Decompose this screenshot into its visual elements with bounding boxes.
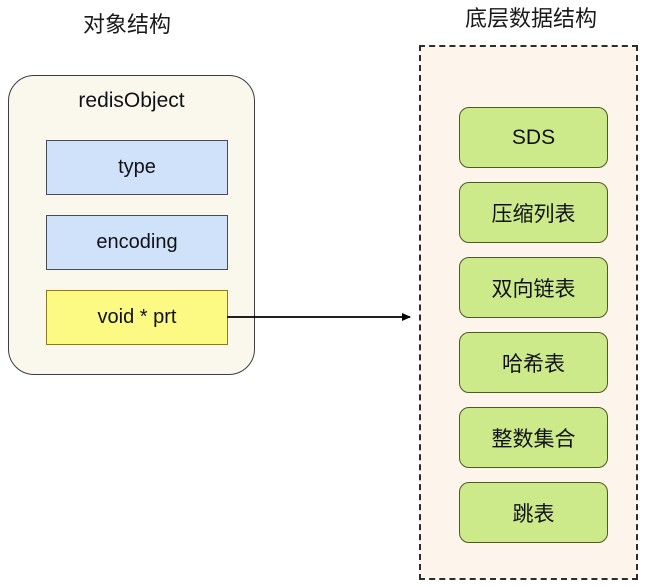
right-section-title: 底层数据结构 — [464, 6, 597, 31]
struct-item-linkedlist: 双向链表 — [459, 257, 608, 318]
struct-item-sds: SDS — [459, 107, 608, 168]
struct-item-skiplist: 跳表 — [459, 482, 608, 543]
underlying-structures-panel: SDS 压缩列表 双向链表 哈希表 整数集合 跳表 — [419, 45, 638, 580]
struct-item-ziplist: 压缩列表 — [459, 182, 608, 243]
field-encoding: encoding — [46, 215, 228, 270]
field-void-pointer: void * prt — [46, 290, 228, 345]
redis-object-card: redisObject type encoding void * prt — [8, 75, 255, 375]
left-section-title: 对象结构 — [82, 12, 171, 37]
struct-item-intset: 整数集合 — [459, 407, 608, 468]
pointer-arrow-icon — [227, 313, 411, 321]
field-type: type — [46, 140, 228, 195]
redis-object-card-title: redisObject — [78, 89, 185, 112]
struct-item-hashtable: 哈希表 — [459, 332, 608, 393]
